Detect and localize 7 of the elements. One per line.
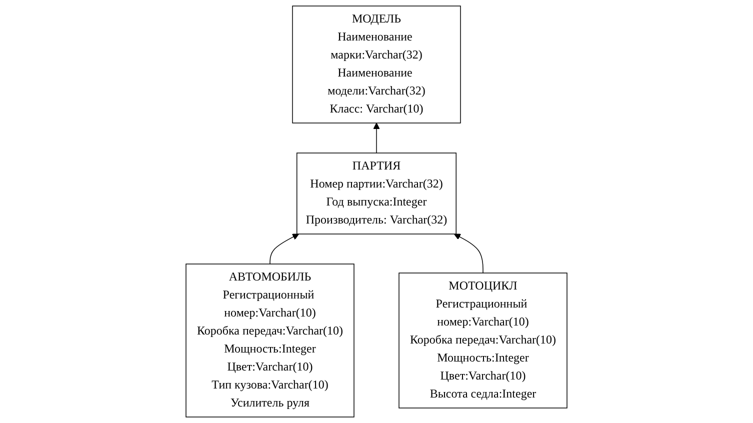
arrow — [454, 234, 484, 274]
node-box: МОДЕЛЬ Наименование марки:Varchar(32) Наименование модели:Varchar(32) Класс: Varchar(10) — [292, 6, 461, 124]
arrow — [270, 234, 300, 264]
node-box: МОТОЦИКЛ Регистрационный номер:Varchar(10) Коробка передач:Varchar(10) Мощность:Integer Цвет:Varchar(10) Высота седла:Integer — [398, 272, 568, 408]
node-box: АВТОМОБИЛЬ Регистрационный номер:Varchar(10) Коробка передач:Varchar(10) Мощность:Integer Цвет:Varchar(10) Тип кузова:Varchar(10) Усилитель руля — [186, 264, 354, 418]
arrow — [373, 122, 380, 154]
node-box: ПАРТИЯ Номер партии:Varchar(32) Год выпуска:Integer Производитель: Varchar(32) — [296, 152, 456, 234]
